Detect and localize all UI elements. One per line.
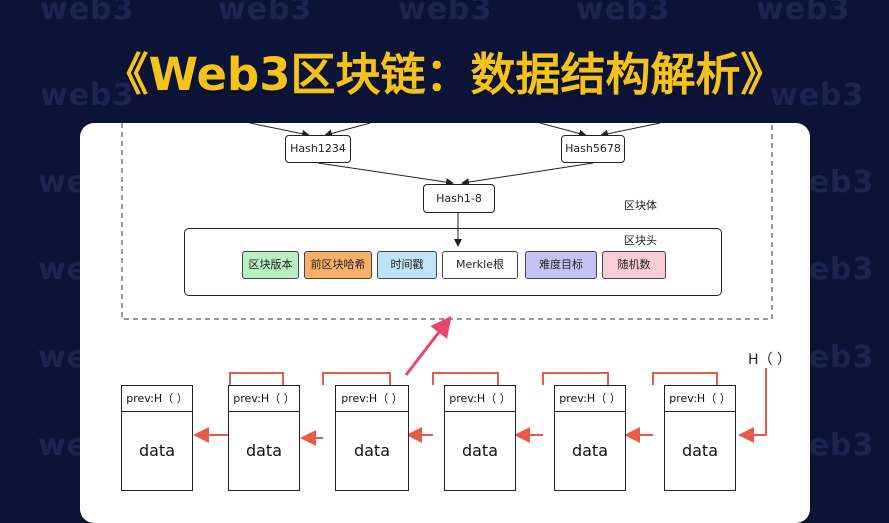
- block-prev-hash: prev:H（ ）: [445, 386, 515, 412]
- block-prev-hash: prev:H（ ）: [229, 386, 299, 412]
- watermark: web3: [398, 0, 493, 27]
- block-body-label: 区块体: [624, 199, 657, 212]
- header-field-timestamp: 时间戳: [377, 251, 437, 279]
- block-header-label: 区块头: [624, 234, 657, 247]
- block-prev-hash: prev:H（ ）: [336, 386, 408, 412]
- block-data: data: [571, 441, 609, 460]
- chain-block: prev:H（ ） data: [554, 385, 626, 491]
- chain-block: prev:H（ ） data: [121, 385, 193, 491]
- block-prev-hash: prev:H（ ）: [665, 386, 735, 412]
- block-prev-hash: prev:H（ ）: [555, 386, 625, 412]
- chain-block: prev:H（ ） data: [228, 385, 300, 491]
- block-data: data: [681, 441, 719, 460]
- block-data: data: [138, 441, 176, 460]
- block-prev-hash: prev:H（ ）: [122, 386, 192, 412]
- chain-block: prev:H（ ） data: [444, 385, 516, 491]
- watermark: web3: [576, 0, 671, 27]
- hash-node-1234: Hash1234: [285, 135, 351, 163]
- watermark: web3: [40, 0, 135, 27]
- hash-node-1-8: Hash1-8: [423, 184, 495, 213]
- block-data: data: [461, 441, 499, 460]
- page-title: 《Web3区块链：数据结构解析》: [103, 48, 786, 101]
- watermark: web3: [218, 0, 313, 27]
- header-field-merkle-root: Merkle根: [442, 251, 518, 279]
- header-field-difficulty: 难度目标: [525, 251, 597, 279]
- block-header-box: [184, 228, 722, 296]
- block-data: data: [245, 441, 283, 460]
- diagram-card: Hash1234 Hash5678 Hash1-8 区块体 区块头 区块版本 前…: [80, 123, 810, 523]
- watermark: web3: [756, 0, 851, 27]
- chain-block: prev:H（ ） data: [664, 385, 736, 491]
- block-data: data: [353, 441, 391, 460]
- chain-block: prev:H（ ） data: [335, 385, 409, 491]
- header-field-version: 区块版本: [242, 251, 299, 279]
- head-pointer-label: H（ ）: [748, 352, 791, 368]
- hash-node-5678: Hash5678: [561, 135, 625, 163]
- header-field-prev-hash: 前区块哈希: [304, 251, 372, 279]
- header-field-nonce: 随机数: [602, 251, 666, 279]
